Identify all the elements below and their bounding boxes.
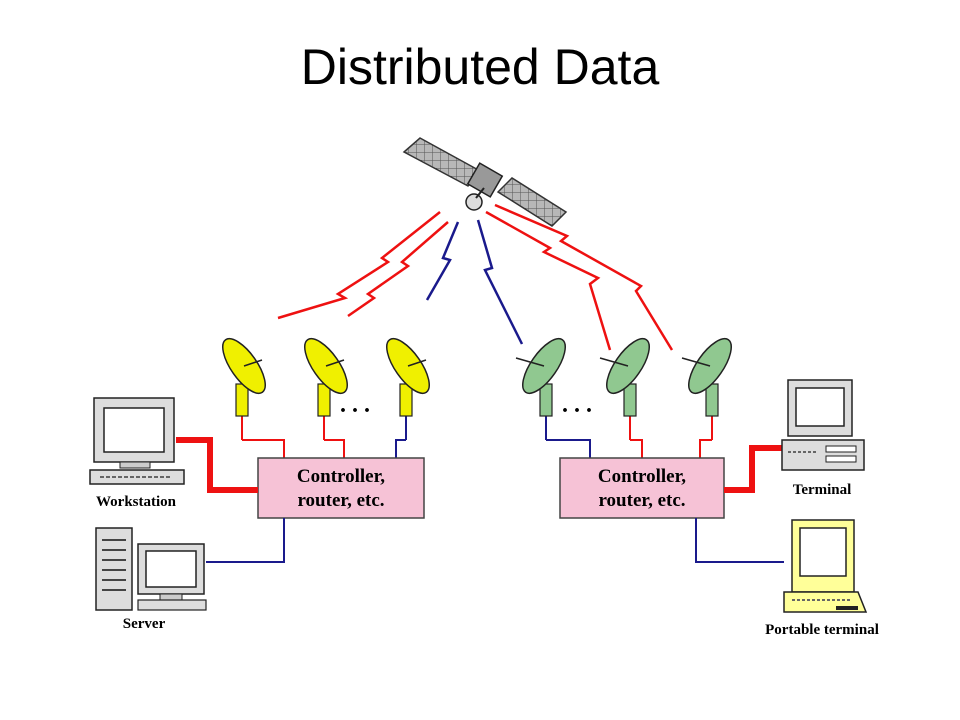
wireless-link-red — [485, 210, 612, 351]
server-icon — [95, 527, 207, 611]
ellipsis-left: . . . — [340, 392, 370, 418]
wireless-link-red — [347, 221, 449, 318]
portable-terminal-label: Portable terminal — [765, 622, 879, 638]
dish-wires — [242, 439, 712, 458]
wireless-link-red — [494, 203, 674, 351]
dish-antenna-icon — [386, 337, 430, 440]
page-title: Distributed Data — [300, 39, 660, 95]
wireless-link-red — [277, 211, 441, 320]
controller-router-left: Controller, router, etc. — [257, 457, 425, 519]
wireless-link-blue — [476, 219, 524, 345]
dish-antenna-icon — [681, 337, 732, 440]
controller-label-line1: Controller, — [598, 466, 686, 487]
satellite-icon — [402, 137, 568, 227]
ellipsis-right: . . . — [562, 392, 592, 418]
dish-antenna-icon — [599, 337, 650, 440]
workstation-label: Workstation — [96, 494, 177, 510]
server-label: Server — [123, 616, 166, 632]
portable-terminal-icon — [783, 519, 868, 613]
workstation-icon — [89, 397, 185, 485]
wireless-links — [277, 203, 674, 351]
dish-antenna-icon — [515, 337, 566, 440]
dish-antenna-icon — [304, 337, 348, 440]
controller-label-line2: router, etc. — [598, 490, 685, 511]
terminal-icon — [781, 379, 865, 471]
terminal-label: Terminal — [793, 482, 852, 498]
dish-antenna-icon — [222, 337, 266, 440]
device-wires — [176, 437, 784, 563]
wireless-link-blue — [425, 221, 460, 301]
controller-router-right: Controller, router, etc. — [559, 457, 725, 519]
controller-label-line1: Controller, — [297, 466, 385, 487]
controller-label-line2: router, etc. — [297, 490, 384, 511]
